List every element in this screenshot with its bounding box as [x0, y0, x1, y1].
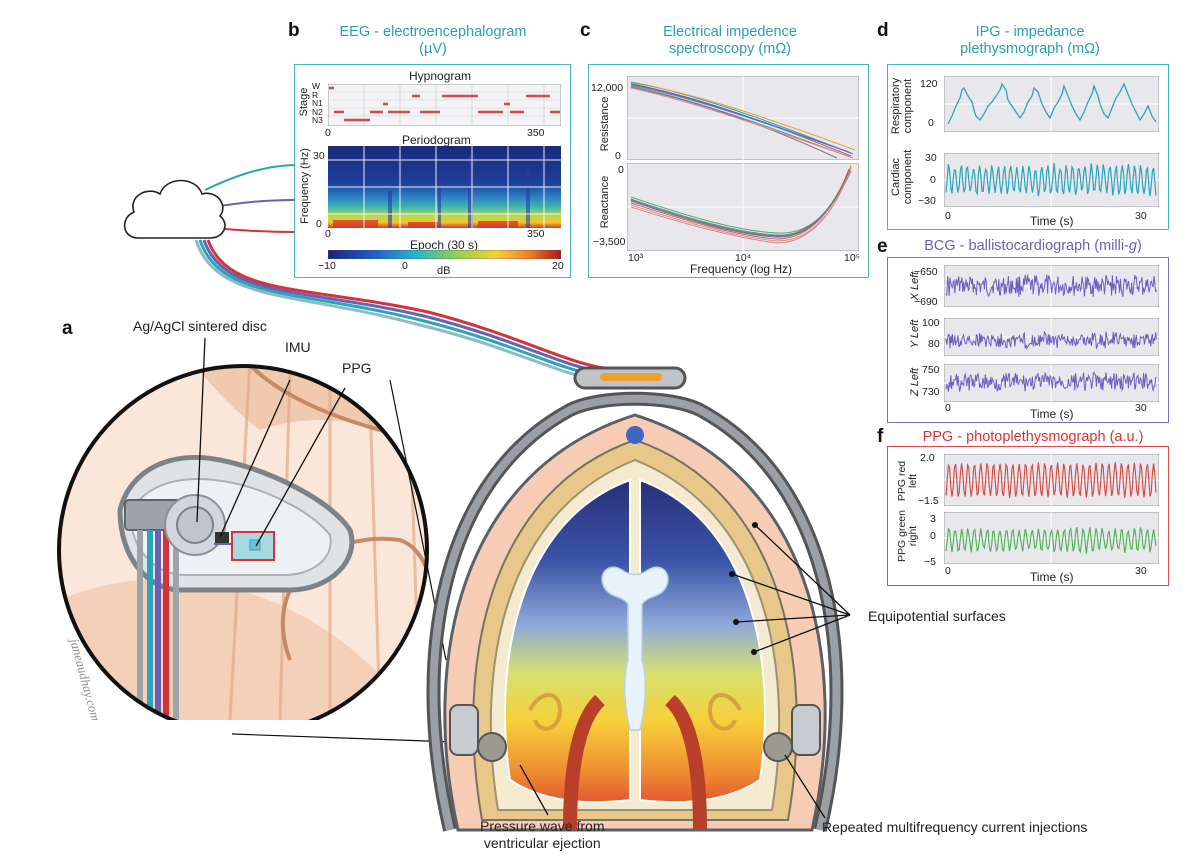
- bcg-y-tick-bottom: 80: [928, 338, 940, 350]
- resp-tick-0: 0: [928, 117, 934, 129]
- ppg-red-tick-top: 2.0: [920, 452, 935, 464]
- res-tick-12000: 12,000: [591, 82, 624, 94]
- bcg-time-label: Time (s): [1030, 407, 1074, 421]
- freq-tick-30: 30: [313, 150, 325, 162]
- hyp-x-tick-0: 0: [325, 127, 331, 139]
- cables-layer: [194, 164, 605, 382]
- panel-letter-b: b: [288, 20, 300, 41]
- ipg-title: IPG - impedance plethysmograph (mΩ): [900, 24, 1160, 58]
- epoch-axis-label: Epoch (30 s): [410, 238, 479, 252]
- colorbar-tick-min: −10: [318, 260, 336, 272]
- bcg-t-tick-30: 30: [1135, 402, 1147, 414]
- disc-annotation: Ag/AgCl sintered disc: [133, 318, 267, 334]
- bcg-z-tick-top: 750: [922, 364, 940, 376]
- colorbar-tick-zero: 0: [402, 260, 408, 272]
- equipotential-annotation: Equipotential surfaces: [868, 608, 1006, 624]
- ipg-time-label: Time (s): [1030, 214, 1074, 228]
- imu-annotation: IMU: [285, 339, 311, 355]
- card-tick-neg30: −30: [918, 195, 936, 207]
- ppg-annotation: PPG: [342, 360, 372, 376]
- eis-x-tick-1e3: 10³: [628, 252, 644, 264]
- hypnogram-plot: [328, 84, 561, 126]
- eeg-title: EEG - electroencephalogram (µV): [318, 24, 548, 58]
- bcg-title-close: ): [1136, 238, 1142, 254]
- cardiac-plot: [944, 153, 1159, 207]
- periodogram-title: Periodogram: [402, 133, 471, 147]
- colorbar-tick-max: 20: [552, 260, 564, 272]
- eis-title: Electrical impedence spectroscopy (mΩ): [620, 24, 840, 58]
- bcg-x-plot: [944, 265, 1159, 307]
- ppg-t-tick-0: 0: [945, 565, 951, 577]
- epoch-tick-350: 350: [527, 228, 545, 240]
- resistance-plot: [627, 76, 859, 160]
- card-tick-0: 0: [930, 174, 936, 186]
- colorbar-label: dB: [437, 265, 451, 277]
- ppg-title: PPG - photoplethysmograph (a.u.): [922, 429, 1144, 445]
- rea-tick-min: −3,500: [593, 236, 626, 248]
- stage-n2: N2: [312, 106, 323, 117]
- stage-n1: N1: [312, 98, 323, 108]
- ppg-time-label: Time (s): [1030, 570, 1074, 584]
- ppg-green-tick-mid: 0: [930, 530, 936, 542]
- ppg-red-plot: [944, 454, 1159, 506]
- cloud-icon: [123, 179, 226, 239]
- bcg-z-plot: [944, 364, 1159, 402]
- freq-tick-0: 0: [316, 218, 322, 230]
- bcg-x-tick-bottom: −690: [914, 296, 938, 308]
- pressure-line1: Pressure wave from: [480, 818, 605, 834]
- panel-letter-c: c: [580, 20, 591, 41]
- pressure-wave-annotation: Pressure wave from ventricular ejection: [480, 818, 604, 852]
- eeg-colorbar: [328, 250, 561, 259]
- bcg-x-tick-top: −650: [914, 266, 938, 278]
- device-zoom: janeaudhay.com: [57, 337, 429, 720]
- ipg-t-tick-30: 30: [1135, 210, 1147, 222]
- ipg-t-tick-0: 0: [945, 210, 951, 222]
- rea-tick-0: 0: [618, 164, 624, 176]
- eis-x-tick-1e5: 10⁵: [844, 252, 861, 264]
- head-cross-section: [426, 366, 851, 832]
- ppg-green-plot: [944, 512, 1159, 564]
- cable-eeg: [204, 164, 295, 191]
- eis-title-line2: spectroscopy (mΩ): [668, 41, 792, 57]
- res-tick-0: 0: [615, 150, 621, 162]
- panel-letter-e: e: [877, 236, 888, 257]
- periodogram-plot: [328, 146, 561, 228]
- stage-n3: N3: [312, 115, 323, 125]
- bcg-title: BCG - ballistocardiograph (milli-g): [898, 238, 1168, 255]
- epoch-tick-0: 0: [325, 228, 331, 240]
- eis-title-line1: Electrical impedence: [663, 24, 797, 40]
- card-tick-30: 30: [925, 152, 937, 164]
- bcg-y-tick-top: 100: [922, 317, 940, 329]
- resp-tick-120: 120: [920, 78, 938, 90]
- hypnogram-title: Hypnogram: [409, 69, 472, 83]
- eis-x-axis-label: Frequency (log Hz): [690, 262, 793, 276]
- bcg-z-tick-bottom: 730: [922, 386, 940, 398]
- panel-letter-a: a: [62, 318, 73, 339]
- ppg-t-tick-30: 30: [1135, 565, 1147, 577]
- bcg-title-unit: g: [1128, 238, 1137, 254]
- hyp-x-tick-350: 350: [527, 127, 545, 139]
- bcg-title-text: BCG - ballistocardiograph (milli-: [924, 238, 1129, 254]
- eeg-title-line1: EEG - electroencephalogram: [339, 24, 527, 40]
- ipg-title-line1: IPG - impedance: [975, 24, 1085, 40]
- ipg-title-line2: plethysmograph (mΩ): [960, 41, 1100, 57]
- bcg-y-plot: [944, 318, 1159, 356]
- eeg-title-line2: (µV): [419, 41, 447, 57]
- current-injection-annotation: Repeated multifrequency current injectio…: [822, 819, 1088, 835]
- ppg-green-tick-bottom: −5: [924, 556, 936, 568]
- reactance-plot: [627, 163, 859, 251]
- stage-w: W: [312, 81, 321, 91]
- panel-letter-d: d: [877, 20, 889, 41]
- respiratory-plot: [944, 76, 1159, 132]
- stage-r: R: [312, 89, 319, 100]
- ppg-green-tick-top: 3: [930, 513, 936, 525]
- pressure-line2: ventricular ejection: [483, 835, 601, 851]
- stage-ticks: W R N1 N2 N3: [312, 82, 323, 125]
- eis-x-tick-1e4: 10⁴: [735, 252, 752, 264]
- panel-letter-f: f: [877, 426, 884, 447]
- ppg-red-tick-bottom: −1.5: [918, 495, 939, 507]
- bcg-t-tick-0: 0: [945, 402, 951, 414]
